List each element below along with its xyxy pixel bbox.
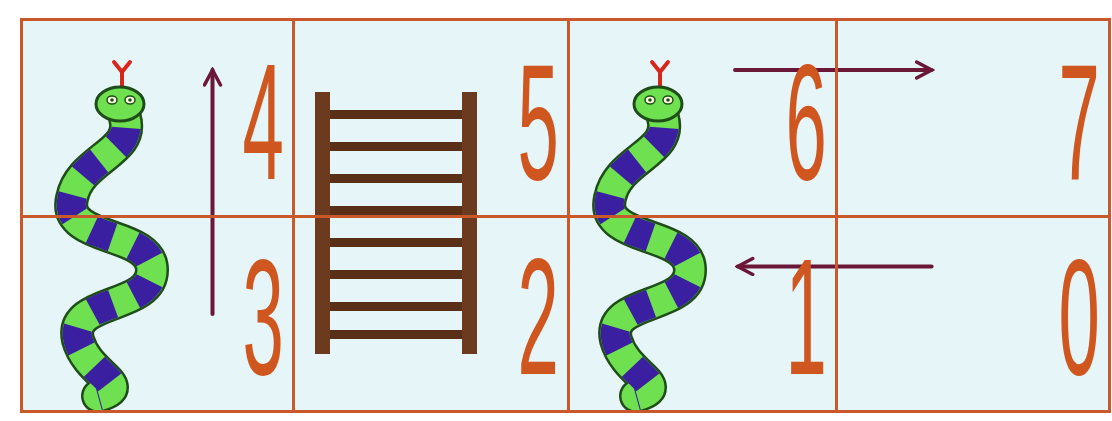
direction-arrow <box>211 70 215 314</box>
square-number: 7 <box>1059 40 1100 205</box>
board-square: 4 <box>20 18 295 218</box>
square-number: 5 <box>518 40 559 205</box>
square-number: 6 <box>786 40 827 205</box>
square-number: 3 <box>243 235 284 400</box>
square-number: 1 <box>786 235 827 400</box>
board-square: 0 <box>835 215 1111 413</box>
square-number: 0 <box>1059 235 1100 400</box>
ladder <box>315 92 477 354</box>
direction-arrow <box>735 68 932 72</box>
board-square: 3 <box>20 215 295 413</box>
board-square: 7 <box>835 18 1111 218</box>
board-square: 6 <box>567 18 838 218</box>
square-number: 4 <box>243 40 284 205</box>
board-square: 1 <box>567 215 838 413</box>
board-square: 5 <box>292 18 570 218</box>
board-square: 2 <box>292 215 570 413</box>
square-number: 2 <box>518 235 559 400</box>
